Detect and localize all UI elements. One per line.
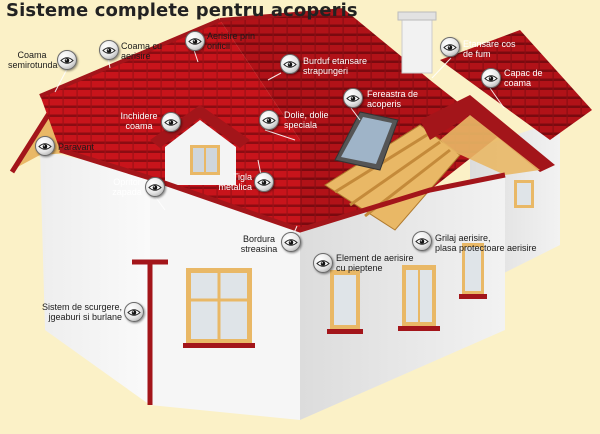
eye-icon	[283, 61, 297, 68]
hotspot-inchidere-coama[interactable]	[161, 112, 181, 132]
label-capac-coama[interactable]: Capac de coama	[504, 68, 543, 88]
back-roof	[440, 30, 592, 140]
eye-icon	[443, 44, 457, 51]
hotspot-tigla-metalica[interactable]	[254, 172, 274, 192]
eave-trim	[59, 147, 506, 233]
window-right	[459, 243, 487, 299]
label-burduf-etansare[interactable]: Burduf etansare strapungeri	[303, 56, 368, 76]
hotspot-aerisire-prin-orificii[interactable]	[185, 31, 205, 51]
label-fereastra-acoperis[interactable]: Fereastra de acoperis	[367, 89, 419, 109]
chimney	[401, 17, 433, 74]
hotspot-opritor-zapada[interactable]	[145, 177, 165, 197]
label-paravant[interactable]: Paravant	[58, 142, 95, 152]
label-etansare-cos[interactable]: Etansare cos de fum	[463, 39, 516, 59]
eye-icon	[102, 47, 116, 54]
eye-icon	[284, 239, 298, 246]
label-coama-semirotunda[interactable]: Coama semirotunda	[8, 50, 58, 70]
right-gable-roof	[420, 95, 555, 172]
eye-icon	[148, 184, 162, 191]
eye-icon	[127, 309, 141, 316]
hotspot-sistem-scurgere[interactable]	[124, 302, 144, 322]
hotspot-fereastra-acoperis[interactable]	[343, 88, 363, 108]
eye-icon	[415, 238, 429, 245]
hotspot-dolie-speciala[interactable]	[259, 110, 279, 130]
window-front-left	[183, 268, 255, 348]
window-back	[514, 180, 534, 208]
label-opritor-zapada[interactable]: Opritor zapada	[112, 177, 142, 197]
window-front-mid	[327, 270, 363, 334]
label-sistem-scurgere[interactable]: Sistem de scurgere, jgeaburi si burlane	[41, 302, 122, 322]
eye-icon	[316, 260, 330, 267]
label-element-aerisire-pieptene[interactable]: Element de aerisire cu pieptene	[336, 253, 414, 273]
page-title: Sisteme complete pentru acoperis	[6, 0, 358, 21]
hotspot-burduf-etansare[interactable]	[280, 54, 300, 74]
hotspot-bordura-streasina[interactable]	[281, 232, 301, 252]
hotspot-coama-semirotunda[interactable]	[57, 50, 77, 70]
hotspot-paravant[interactable]	[35, 136, 55, 156]
left-wall	[40, 150, 150, 405]
eye-icon	[188, 38, 202, 45]
hotspot-element-aerisire-pieptene[interactable]	[313, 253, 333, 273]
label-tigla-metalica[interactable]: Tigla metalica	[218, 172, 252, 192]
label-bordura-streasina[interactable]: Bordura streasina	[240, 234, 278, 254]
eye-icon	[484, 75, 498, 82]
label-grilaj-aerisire[interactable]: Grilaj aerisire, plasa protectoare aeris…	[435, 233, 537, 253]
eye-icon	[164, 119, 178, 126]
eye-icon	[262, 117, 276, 124]
label-inchidere-coama[interactable]: Inchidere coama	[120, 111, 158, 131]
window-gable	[398, 265, 440, 331]
eye-icon	[60, 57, 74, 64]
hotspot-capac-coama[interactable]	[481, 68, 501, 88]
hotspot-grilaj-aerisire[interactable]	[412, 231, 432, 251]
label-aerisire-prin-orificii[interactable]: Aerisire prin orificii	[207, 31, 256, 51]
eye-icon	[346, 95, 360, 102]
eye-icon	[38, 143, 52, 150]
hotspot-coama-cu-aerisire[interactable]	[99, 40, 119, 60]
label-dolie-speciala[interactable]: Dolie, dolie speciala	[284, 110, 329, 130]
eye-icon	[257, 179, 271, 186]
label-coama-cu-aerisire[interactable]: Coama cu aerisire	[121, 41, 163, 61]
hotspot-etansare-cos[interactable]	[440, 37, 460, 57]
